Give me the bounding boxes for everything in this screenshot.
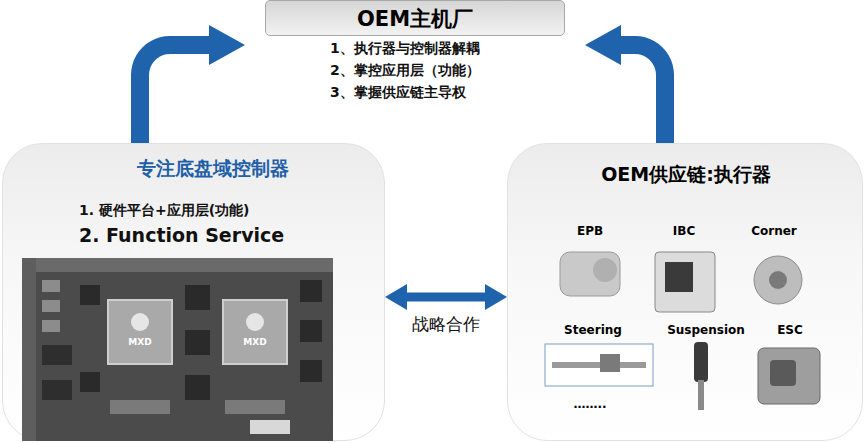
- ibc-picture: [655, 252, 715, 312]
- pcb-component: [80, 372, 100, 392]
- pcb-component: [185, 285, 210, 310]
- goal-item: 2、掌控应用层（功能）: [330, 62, 570, 80]
- steering-rack-picture: [600, 354, 620, 372]
- pcb-component: [185, 375, 210, 400]
- part-name: EPB: [577, 224, 603, 238]
- pcb-sticker: [250, 420, 290, 434]
- pcb-component: [42, 320, 60, 332]
- controller-box: 专注底盘域控制器 1. 硬件平台+应用层(功能) 2. Function Servi…: [2, 143, 385, 441]
- pcb-component: [300, 360, 322, 382]
- pcb-connector-column: [22, 258, 36, 441]
- double-arrow: [407, 293, 485, 302]
- part-name: Suspension: [667, 323, 745, 337]
- pcb-component: [42, 345, 72, 365]
- ibc-picture: [665, 262, 693, 292]
- steering-rack-picture: [552, 362, 646, 368]
- pcb-component: [300, 320, 322, 342]
- epb-caliper-picture: [560, 252, 620, 296]
- suspension-picture: [694, 342, 708, 382]
- epb-caliper-picture: [593, 258, 617, 282]
- goal-item: 3、掌握供应链主导权: [330, 84, 570, 102]
- box-title: OEM供应链:执行器: [528, 162, 844, 188]
- part-name: Steering: [564, 323, 622, 337]
- corner-module-picture: [769, 271, 787, 289]
- pcb-component: [185, 330, 210, 355]
- part-name: Corner: [751, 224, 797, 238]
- curved-arrow: [621, 45, 665, 143]
- pcb-component: [300, 280, 322, 302]
- box-title: 专注底盘域控制器: [63, 156, 363, 182]
- pcb-component: [80, 285, 100, 305]
- oem-header: OEM主机厂: [265, 0, 565, 36]
- supplier-box: OEM供应链:执行器: [507, 143, 863, 441]
- pcb-component: [42, 380, 72, 400]
- ellipsis-note: ……..: [573, 397, 606, 411]
- esc-picture: [770, 360, 796, 386]
- chip-marking: MXD: [243, 337, 266, 347]
- processor-chip: [223, 300, 287, 364]
- pcb-board: [22, 258, 333, 441]
- pcb-connector-row: [22, 258, 333, 272]
- curved-arrow: [140, 45, 209, 143]
- edge-label: 战略合作: [412, 313, 480, 336]
- pcb-component: [42, 300, 60, 312]
- processor-chip: [108, 300, 172, 364]
- oem-group: OEM主机厂 1、执行器与控制器解耦 2、掌控应用层（功能） 3、掌握供应链主导权: [245, 0, 585, 108]
- pcb-component: [42, 280, 60, 292]
- chip-logo: [131, 313, 149, 331]
- goal-item: 1、执行器与控制器解耦: [330, 40, 570, 58]
- part-name: ESC: [777, 323, 803, 337]
- esc-picture: [758, 348, 820, 404]
- corner-module-picture: [754, 256, 802, 304]
- pcb-component: [225, 400, 285, 414]
- part-name: IBC: [673, 224, 695, 238]
- suspension-picture: [698, 380, 704, 410]
- chip-marking: MXD: [128, 337, 151, 347]
- feature-item: 2. Function Service: [79, 224, 369, 246]
- steering-picture-frame: [545, 344, 653, 386]
- pcb-component: [110, 400, 170, 414]
- feature-item: 1. 硬件平台+应用层(功能): [79, 202, 369, 220]
- chip-logo: [246, 313, 264, 331]
